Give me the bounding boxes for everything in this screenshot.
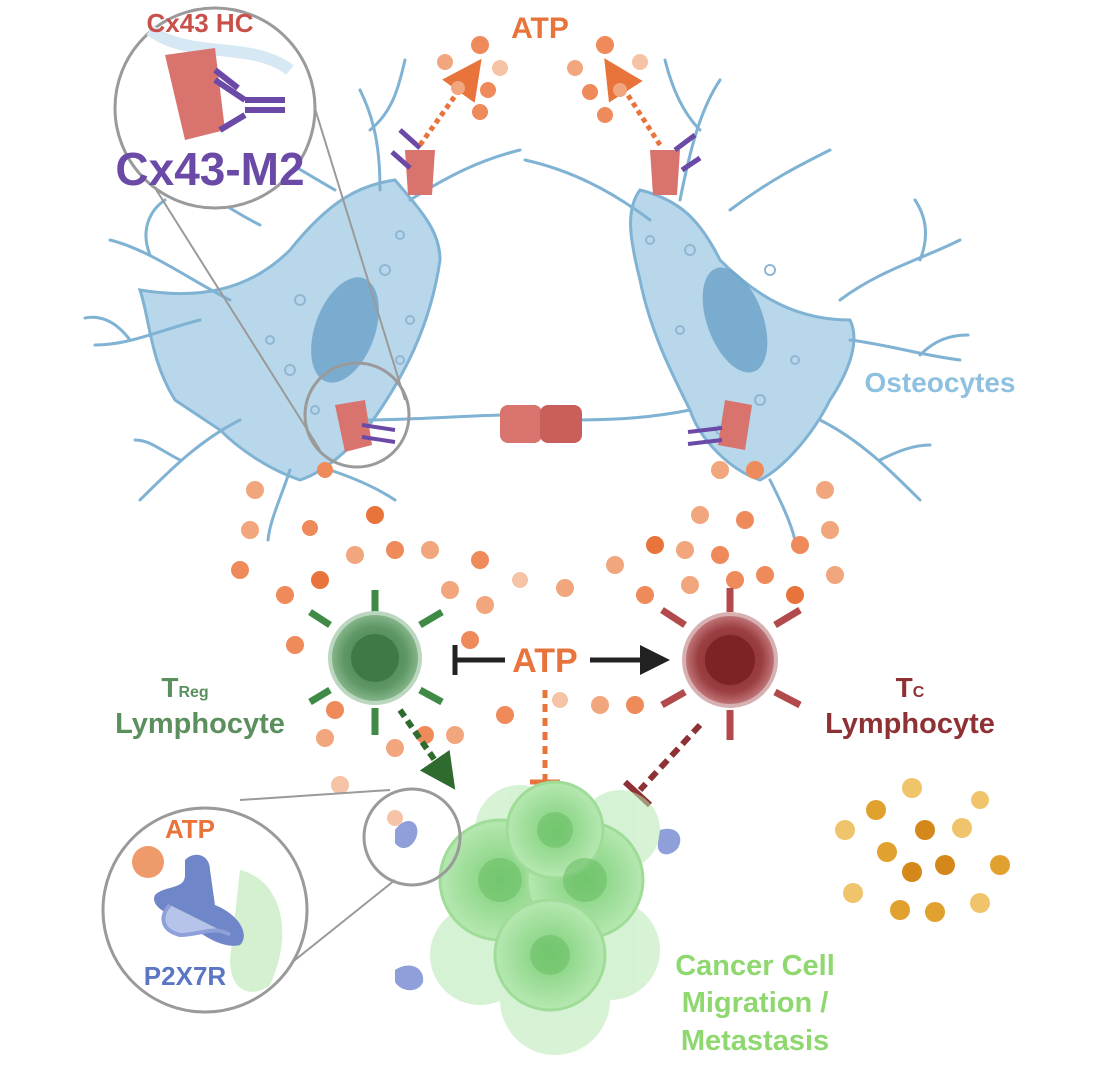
inset-cx43: [113, 6, 411, 469]
p2x7r-receptor: [395, 820, 681, 991]
label-atp-inset: ATP: [165, 814, 215, 844]
hemichannel-left-top: [390, 128, 435, 195]
label-cancer-line2: Migration /: [682, 987, 829, 1019]
inhibition-arrow-tc-cancer: [622, 722, 703, 808]
label-cancer-line3: Metastasis: [681, 1025, 829, 1057]
label-treg-lymphocyte: Lymphocyte: [115, 708, 285, 740]
atp-molecules: [231, 36, 844, 794]
label-cx43-m2: Cx43-M2: [115, 143, 304, 195]
tc-lymphocyte-cell: [660, 588, 802, 740]
inhibition-arrow-treg: [452, 645, 505, 675]
gap-junction: [500, 405, 582, 443]
label-cancer-line1: Cancer Cell: [675, 950, 835, 982]
label-atp-center: ATP: [512, 642, 577, 680]
label-p2x7r: P2X7R: [144, 961, 227, 991]
osteocyte-nucleus: [702, 267, 768, 373]
hemichannel-left-bottom: [335, 400, 396, 452]
label-treg: TReg: [161, 672, 208, 703]
inset-p2x7r: [101, 787, 462, 1014]
hemichannel-right-bottom: [687, 400, 752, 450]
label-tc-lymphocyte: Lymphocyte: [825, 708, 995, 740]
antibody-icon: [687, 426, 723, 446]
antibody-icon: [673, 133, 702, 173]
hemichannel-right-top: [650, 133, 702, 195]
gold-particles: [835, 778, 1010, 922]
label-osteocytes: Osteocytes: [865, 367, 1016, 398]
atp-molecule: [132, 846, 164, 878]
treg-lymphocyte-cell: [308, 590, 444, 735]
label-tc: TC: [896, 672, 925, 703]
antibody-icon: [390, 128, 422, 170]
label-cx43-hc: Cx43 HC: [147, 8, 254, 38]
cancer-cell-cluster: [430, 780, 660, 1055]
activation-arrow-treg-cancer: [397, 708, 456, 790]
osteocyte-nucleus: [311, 277, 379, 383]
antibody-icon: [361, 423, 396, 444]
osteocyte-right: [523, 58, 970, 542]
atp-release-arrow-right: [604, 58, 663, 147]
label-atp-top: ATP: [511, 12, 569, 45]
